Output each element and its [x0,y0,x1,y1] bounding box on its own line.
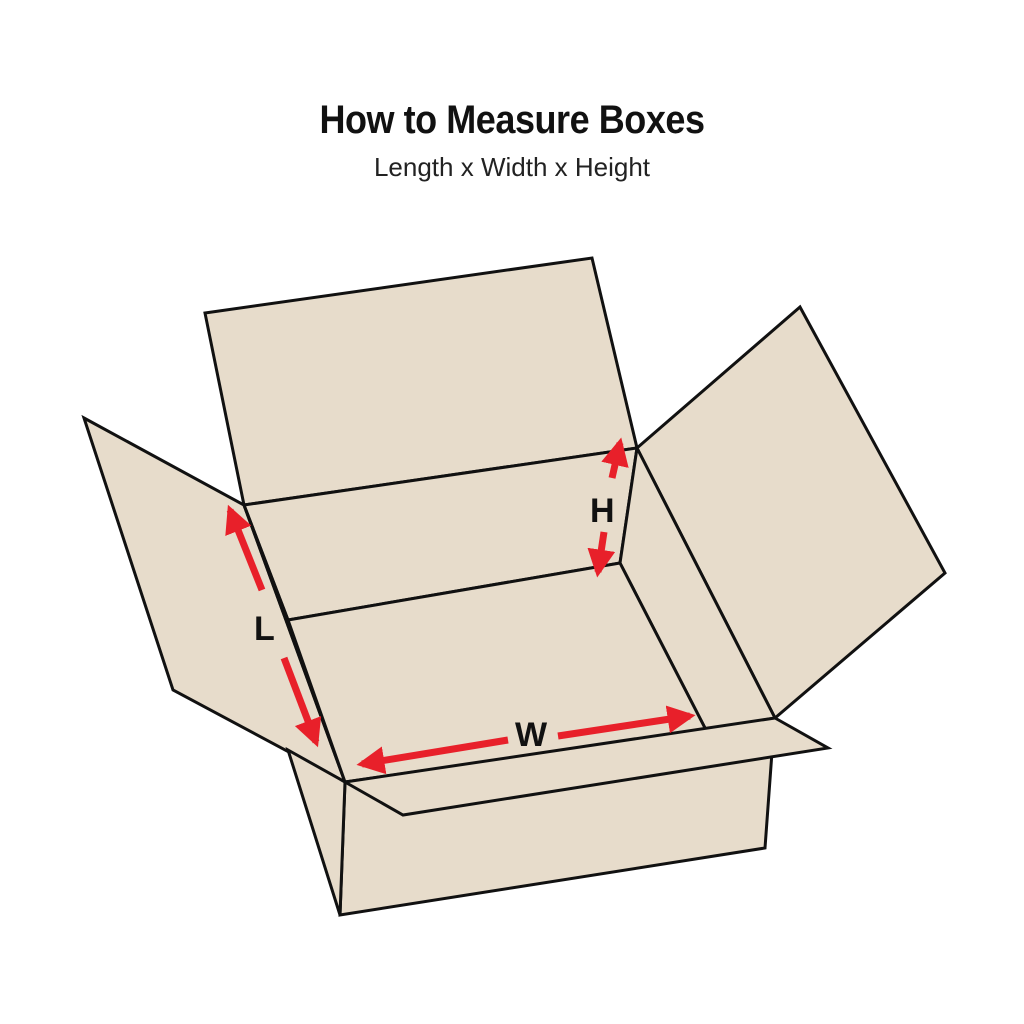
left-outer-wall [285,746,347,916]
length-label: L [254,610,275,648]
height-arrow-upper [601,437,629,479]
page-subtitle: Length x Width x Height [373,152,651,182]
page-title: How to Measure Boxes [319,98,705,142]
front-flap [340,716,833,817]
height-arrow-lower [587,531,616,578]
width-arrow-right [557,705,696,740]
width-arrow-left [356,736,509,775]
height-label: H [590,492,615,530]
width-label: W [515,716,548,754]
length-arrow-lower [280,656,322,748]
length-arrow-upper [225,504,266,592]
